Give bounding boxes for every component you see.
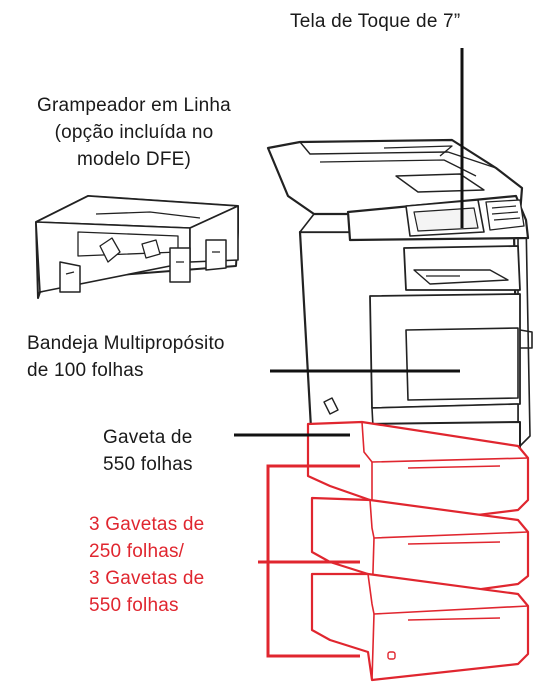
touch-screen-label-text: Tela de Toque de 7” [290, 11, 461, 32]
optional-trays-label-line1: 3 Gavetas de [89, 514, 205, 535]
multipurpose-tray-label-line1: Bandeja Multipropósito [27, 333, 225, 354]
standard-drawer-label: Gaveta de 550 folhas [103, 424, 193, 478]
optional-tray-2 [310, 496, 530, 606]
optional-trays-label-line4: 550 folhas [89, 595, 179, 616]
optional-trays-image [306, 420, 530, 682]
inline-stapler-label-line3: modelo DFE) [76, 149, 192, 170]
inline-stapler-image [35, 195, 239, 299]
multipurpose-tray-label-line2: de 100 folhas [27, 360, 144, 381]
touch-screen-label: Tela de Toque de 7” [290, 8, 460, 35]
optional-trays-label-line3: 3 Gavetas de [89, 568, 205, 589]
standard-drawer-label-line1: Gaveta de [103, 427, 193, 448]
inline-stapler-label-line1: Grampeador em Linha [37, 95, 231, 116]
inline-stapler-label-line2: (opção incluída no [54, 122, 214, 143]
optional-tray-3 [310, 572, 530, 682]
inline-stapler-label: Grampeador em Linha (opção incluída no m… [0, 92, 268, 173]
standard-drawer-label-line2: 550 folhas [103, 454, 193, 475]
optional-trays-label: 3 Gavetas de 250 folhas/ 3 Gavetas de 55… [89, 511, 204, 619]
multipurpose-tray-label: Bandeja Multipropósito de 100 folhas [27, 330, 225, 384]
callout-lines [234, 48, 464, 658]
printer-body-image [266, 138, 533, 450]
optional-trays-label-line2: 250 folhas/ [89, 541, 185, 562]
